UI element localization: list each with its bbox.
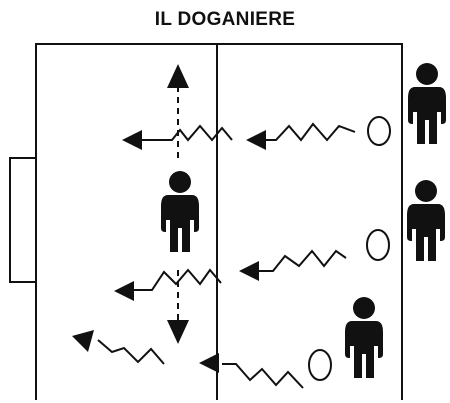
- drill-title: IL DOGANIERE: [154, 9, 296, 30]
- arrowhead: [239, 261, 259, 281]
- pitch: [9, 43, 403, 400]
- arrowhead: [114, 281, 134, 301]
- attacker-player: [345, 297, 383, 378]
- run-path: [132, 268, 222, 291]
- ball: [308, 349, 332, 381]
- defender-player: [161, 171, 199, 252]
- run-path: [140, 124, 233, 142]
- arrowhead: [199, 353, 219, 373]
- ball: [367, 116, 391, 146]
- run-path: [97, 339, 165, 365]
- arrowhead: [72, 330, 94, 352]
- defender-move-down: [167, 270, 189, 344]
- arrowhead: [122, 130, 142, 150]
- goal: [9, 157, 37, 283]
- run-path: [262, 122, 356, 142]
- attacker-player: [408, 63, 446, 144]
- attacker-player: [407, 180, 445, 261]
- ball: [366, 229, 390, 261]
- run-path: [222, 363, 304, 389]
- defender-move-up: [167, 64, 189, 158]
- arrowhead: [246, 130, 266, 150]
- run-path: [256, 249, 347, 272]
